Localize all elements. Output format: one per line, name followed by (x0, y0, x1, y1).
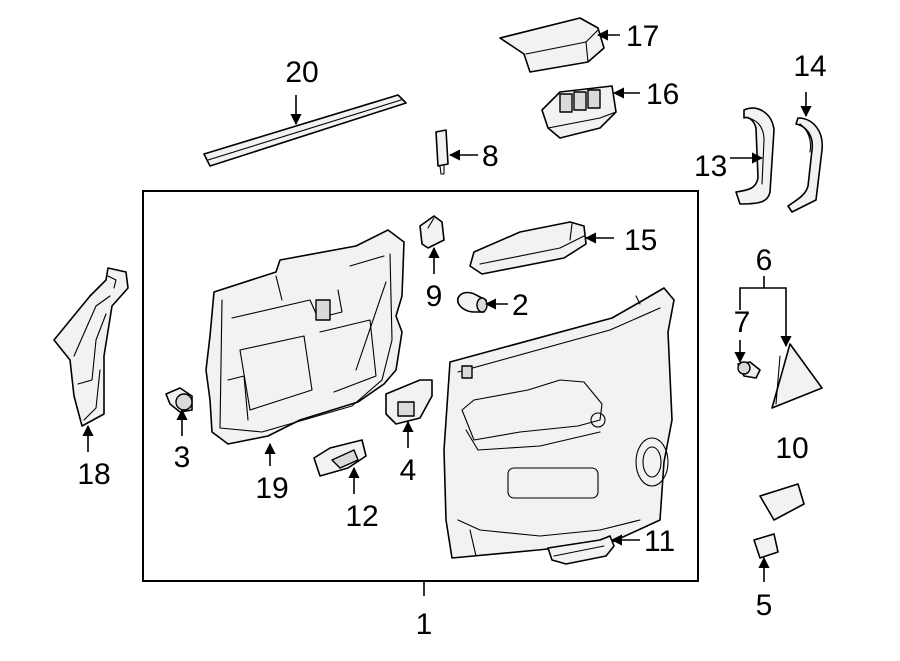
part-7-pin (737, 361, 761, 379)
callout-2: 2 (512, 289, 529, 322)
callout-17: 17 (626, 20, 659, 53)
callout-11: 11 (644, 525, 675, 558)
part-6-filler (771, 343, 823, 409)
part-20-belt-molding (203, 94, 407, 167)
part-15-armrest (469, 221, 587, 275)
callout-6: 6 (756, 244, 773, 277)
part-16-switch-panel (541, 85, 617, 139)
part-18-sail-panel (53, 267, 129, 427)
leader-6 (739, 287, 792, 348)
callout-12: 12 (345, 500, 378, 533)
part-5-small-pad (753, 533, 779, 559)
callout-4: 4 (400, 454, 417, 487)
part-13-pull-handle (735, 107, 775, 205)
callout-5: 5 (756, 589, 773, 622)
callout-10: 10 (775, 432, 808, 465)
part-2-bulb-socket (456, 291, 488, 313)
part-9-cap (419, 215, 445, 249)
callout-18: 18 (77, 458, 110, 491)
callout-7: 7 (734, 306, 751, 339)
part-19-door-panel-carrier (205, 229, 405, 445)
assembly-frame (142, 190, 699, 582)
part-10-pad (759, 483, 805, 521)
callout-1: 1 (416, 608, 433, 641)
callout-19: 19 (255, 472, 288, 505)
callout-15: 15 (624, 224, 657, 257)
callout-16: 16 (646, 78, 679, 111)
part-12-pull-cup (313, 439, 367, 477)
callout-13: 13 (694, 150, 727, 183)
part-4-switch (385, 379, 433, 425)
callout-3: 3 (174, 441, 191, 474)
callout-20: 20 (285, 56, 318, 89)
part-8-clip (435, 129, 449, 175)
part-1-door-trim-panel (443, 287, 675, 559)
part-3-socket (165, 387, 193, 413)
callout-8: 8 (482, 140, 499, 173)
part-14-handle-cover (787, 117, 823, 213)
part-11-pull-handle (547, 535, 615, 565)
part-17-upper-trim (499, 17, 605, 73)
callout-14: 14 (793, 50, 826, 83)
callout-9: 9 (426, 280, 443, 313)
